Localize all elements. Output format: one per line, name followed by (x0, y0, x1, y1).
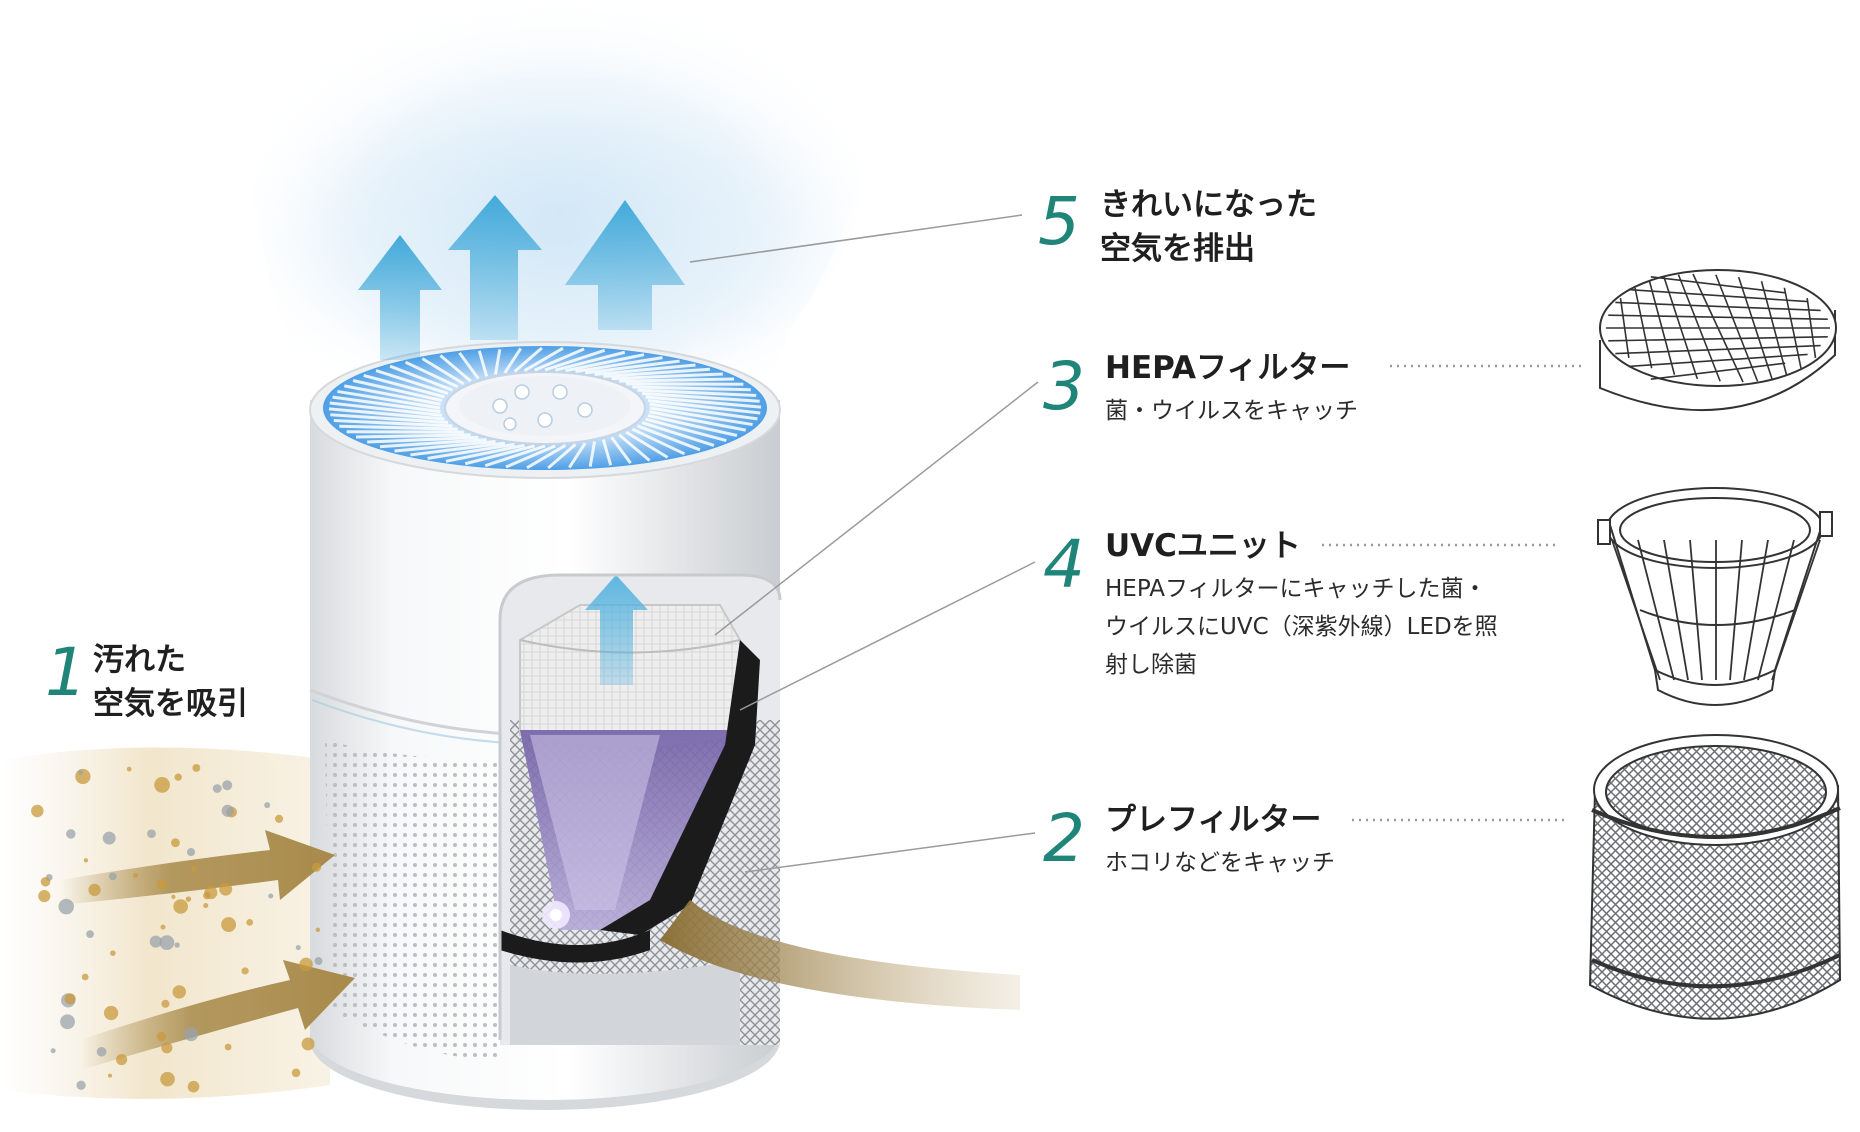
step-title: HEPAフィルター (1105, 350, 1351, 386)
clean-air-arrows (358, 195, 685, 360)
step-number: 3 (1043, 348, 1085, 425)
cutaway-interior (500, 575, 780, 1045)
leader-lines (689, 214, 1585, 873)
step-description-line: ウイルスにUVC（深紫外線）LEDを照 (1105, 614, 1498, 640)
uvc-unit-illustration (1597, 487, 1833, 706)
step-4-uvc: 4 UVCユニット HEPAフィルターにキャッチした菌・ ウイルスにUVC（深紫… (1043, 526, 1563, 706)
step-5-exhaust: 5 きれいになった 空気を排出 (1038, 185, 1378, 285)
step-number: 2 (1043, 800, 1085, 877)
step-title: UVCユニット (1105, 528, 1301, 564)
step-title-line: 空気を吸引 (93, 686, 248, 722)
step-title: プレフィルター (1105, 802, 1322, 838)
step-title-line: 空気を排出 (1100, 231, 1255, 267)
dirty-air-arrows (60, 830, 1020, 1070)
step-title-line: きれいになった (1100, 187, 1317, 223)
step-3-hepa: 3 HEPAフィルター 菌・ウイルスをキャッチ (1043, 348, 1403, 448)
control-panel-leds (492, 384, 593, 431)
step-description-line: ホコリなどをキャッチ (1105, 850, 1335, 876)
hepa-filter-illustration (1599, 269, 1837, 412)
step-number: 4 (1043, 526, 1085, 603)
step-number: 5 (1038, 183, 1080, 260)
step-number: 1 (45, 634, 87, 711)
step-description-line: HEPAフィルターにキャッチした菌・ (1105, 576, 1487, 602)
step-description-line: 菌・ウイルスをキャッチ (1105, 398, 1358, 424)
step-1-intake: 1 汚れた 空気を吸引 (45, 640, 305, 750)
prefilter-illustration (1588, 734, 1842, 1020)
fan-blades (328, 346, 762, 470)
step-description-line: 射し除菌 (1105, 652, 1197, 678)
step-title-line: 汚れた (93, 642, 186, 678)
step-2-prefilter: 2 プレフィルター ホコリなどをキャッチ (1043, 800, 1403, 900)
dust-particles (31, 764, 323, 1093)
